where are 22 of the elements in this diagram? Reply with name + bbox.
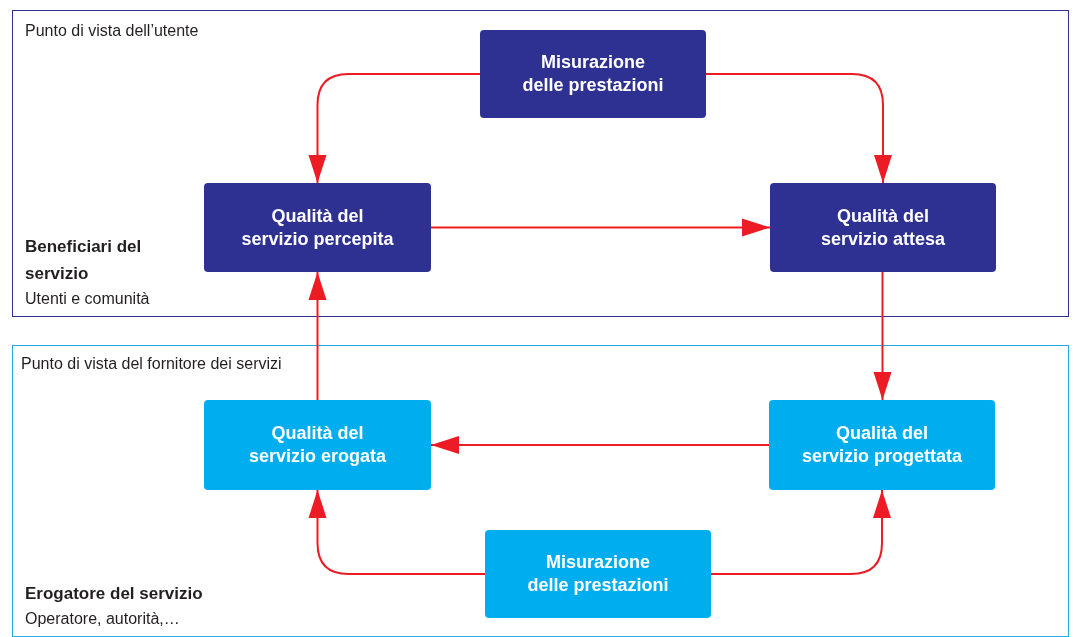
process-box: Misurazione delle prestazioni — [485, 530, 711, 618]
process-box: Misurazione delle prestazioni — [480, 30, 706, 118]
arrow — [430, 436, 770, 454]
process-box: Qualità del servizio percepita — [204, 183, 431, 272]
arrow — [308, 271, 327, 401]
process-box: Qualità del servizio attesa — [770, 183, 996, 272]
arrow — [308, 489, 486, 575]
panel-heading: Punto di vista del fornitore dei servizi — [21, 354, 282, 374]
role-title: Beneficiari del servizio — [25, 236, 143, 285]
role-title: Erogatore del servizio — [25, 583, 203, 605]
process-box: Qualità del servizio progettata — [769, 400, 995, 490]
panel — [12, 345, 1069, 637]
panel — [12, 10, 1069, 317]
role-subtitle: Operatore, autorità,… — [25, 609, 180, 629]
arrow — [430, 218, 771, 237]
arrow — [710, 489, 891, 575]
role-subtitle: Utenti e comunità — [25, 289, 150, 309]
process-box: Qualità del servizio erogata — [204, 400, 431, 490]
arrow — [308, 73, 481, 184]
arrow — [873, 271, 892, 401]
panel-heading: Punto di vista dell’utente — [25, 21, 199, 41]
arrow — [705, 73, 892, 184]
